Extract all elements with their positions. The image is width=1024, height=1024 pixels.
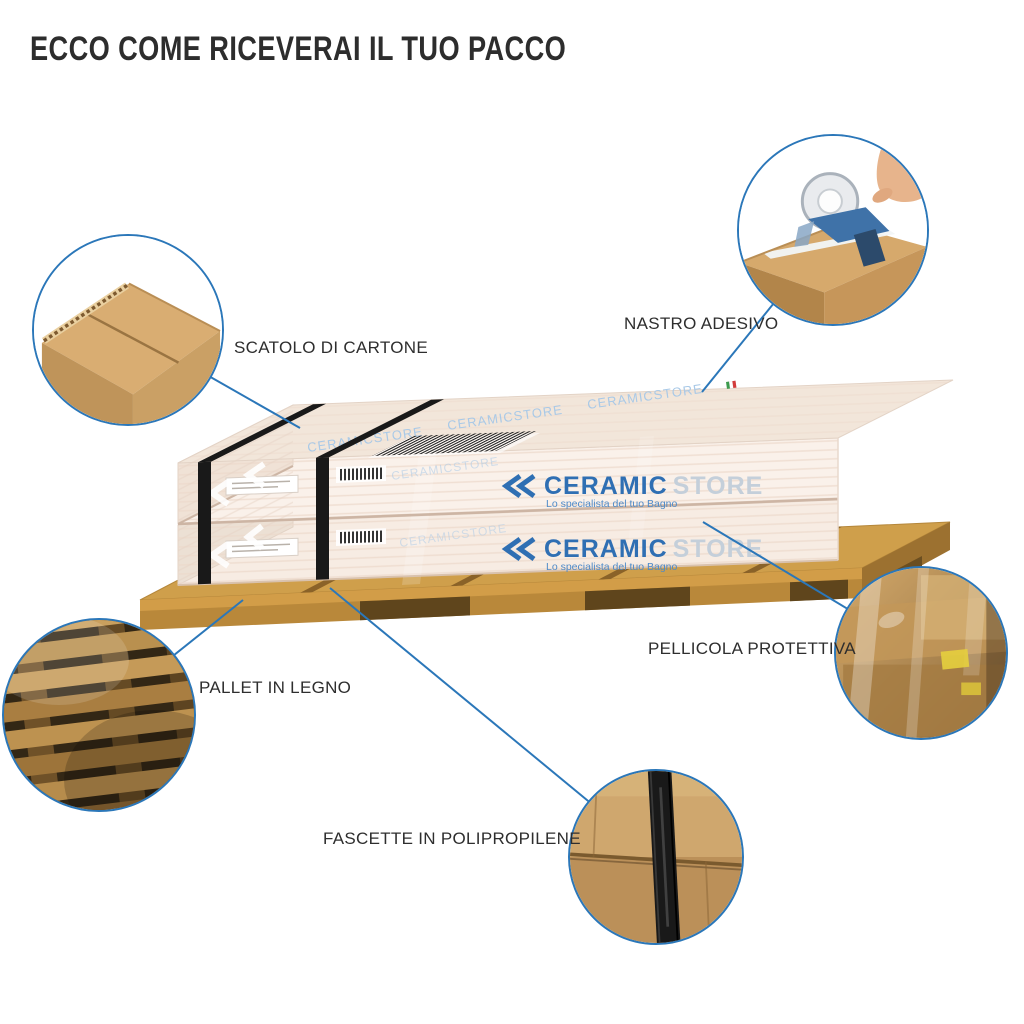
label-nastro-adesivo: NASTRO ADESIVO	[624, 314, 779, 333]
label-pellicola-protettiva: PELLICOLA PROTETTIVA	[648, 639, 856, 658]
brand-chevron-icon	[501, 473, 522, 499]
callout-fascette-in-polipropilene	[568, 769, 744, 945]
brand-chevron-icon	[515, 473, 536, 499]
label-scatolo-di-cartone: SCATOLO DI CARTONE	[234, 338, 429, 357]
protective-film-photo	[836, 568, 1006, 738]
brand-word: CERAMIC	[544, 472, 668, 500]
wooden-pallet-photo	[4, 620, 194, 810]
tape-dispenser-graphic	[794, 172, 890, 267]
mini-barcode	[336, 465, 386, 546]
brand-tagline: Lo specialista del tuo Bagno	[546, 498, 678, 510]
label-fascette-in-polipropilene: FASCETTE IN POLIPROPILENE	[323, 829, 581, 848]
cardboard-box-corner-photo	[34, 236, 222, 424]
tape-gun-sealing-photo	[739, 136, 927, 324]
callout-pellicola-protettiva	[834, 566, 1008, 740]
package-boxes-drawing: CERAMICSTORE CERAMICSTORE CERAMICSTORE C…	[177, 379, 954, 586]
page-title: ECCO COME RICEVERAI IL TUO PACCO	[30, 30, 567, 68]
callout-nastro-adesivo	[737, 134, 929, 326]
brand-chevron-icon	[515, 536, 536, 562]
black-strap-graphic	[647, 771, 681, 943]
shipping-label	[225, 474, 299, 559]
film-glare-graphic	[846, 568, 989, 738]
brand-suffix: STORE	[673, 472, 764, 500]
brand-word: CERAMIC	[544, 535, 668, 563]
callout-pallet-in-legno	[2, 618, 196, 812]
italian-flag-mark	[726, 380, 737, 389]
strap-bands	[198, 399, 444, 585]
polypropylene-strap-photo	[570, 771, 742, 943]
yellow-label-graphic	[940, 648, 981, 696]
barcode	[368, 431, 540, 458]
end-face-chevrons	[206, 461, 266, 569]
brand-chevron-icon	[501, 536, 522, 562]
brand-tagline: Lo specialista del tuo Bagno	[546, 561, 678, 573]
callout-scatolo-di-cartone	[32, 234, 224, 426]
label-pallet-in-legno: PALLET IN LEGNO	[199, 678, 352, 697]
